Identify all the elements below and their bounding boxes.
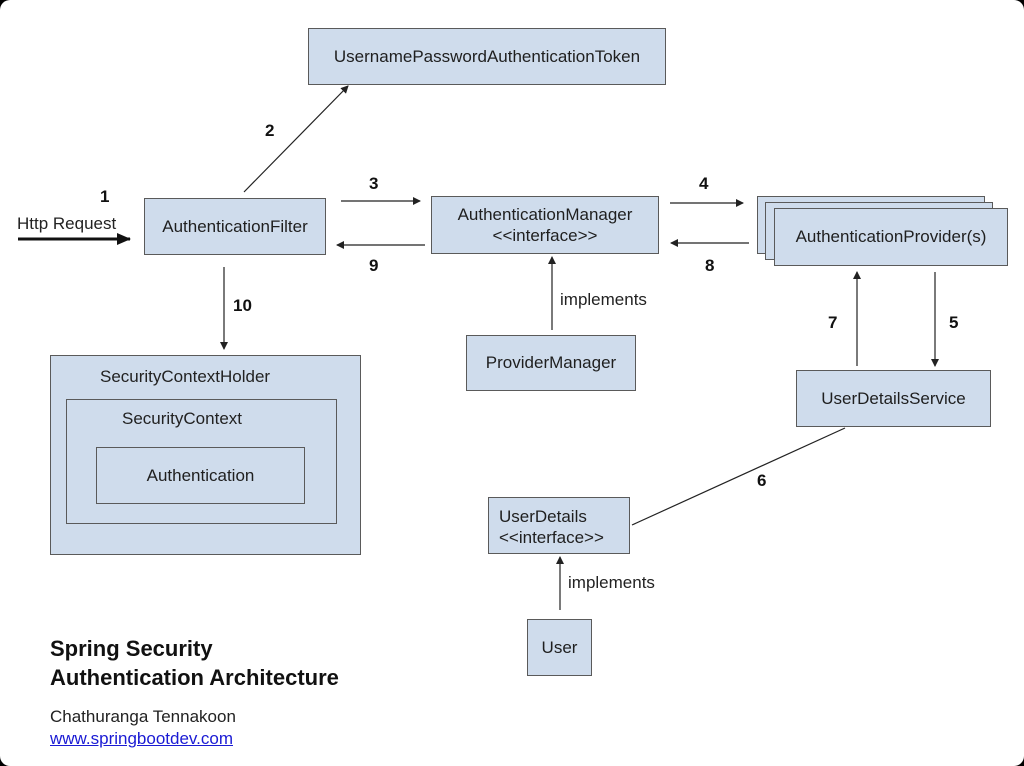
user-label: User xyxy=(541,637,578,657)
user-details-label: UserDetails xyxy=(499,507,587,526)
http-request-label: Http Request xyxy=(17,214,117,233)
user-details-box: UserDetails <<interface>> xyxy=(488,497,630,554)
authentication-manager-label: AuthenticationManager xyxy=(457,205,633,224)
step-6: 6 xyxy=(757,471,767,490)
user-details-service-label: UserDetailsService xyxy=(821,388,966,408)
author-name: Chathuranga Tennakoon xyxy=(50,707,236,726)
token-label: UsernamePasswordAuthenticationToken xyxy=(333,46,641,66)
arrow-step-2 xyxy=(243,85,349,193)
step-3: 3 xyxy=(369,174,379,193)
provider-manager-label: ProviderManager xyxy=(485,353,617,372)
step-10: 10 xyxy=(233,296,252,315)
diagram-title-line1: Spring Security xyxy=(50,636,213,661)
step-7: 7 xyxy=(828,313,838,332)
security-context-box: SecurityContext Authentication xyxy=(66,399,337,524)
token-box: UsernamePasswordAuthenticationToken xyxy=(308,28,666,85)
user-details-service-box: UserDetailsService xyxy=(796,370,991,427)
authentication-filter-box: AuthenticationFilter xyxy=(144,198,326,255)
line-step-6 xyxy=(631,427,846,526)
step-4: 4 xyxy=(699,174,709,193)
user-box: User xyxy=(527,619,592,676)
implements-userdetails-label: implements xyxy=(568,573,655,592)
authentication-provider-label: AuthenticationProvider(s) xyxy=(795,227,987,246)
diagram-title: Spring Security Authentication Architect… xyxy=(50,634,339,692)
step-9: 9 xyxy=(369,256,379,275)
user-details-stereotype: <<interface>> xyxy=(499,528,604,547)
website-link[interactable]: www.springbootdev.com xyxy=(50,729,233,748)
implements-manager-label: implements xyxy=(560,290,647,309)
authentication-filter-label: AuthenticationFilter xyxy=(162,216,308,236)
provider-manager-box: ProviderManager xyxy=(466,335,636,391)
security-context-label: SecurityContext xyxy=(122,409,242,428)
step-8: 8 xyxy=(705,256,715,275)
authentication-label: Authentication xyxy=(146,465,255,485)
security-context-holder-box: SecurityContextHolder SecurityContext Au… xyxy=(50,355,361,555)
step-1: 1 xyxy=(100,187,110,206)
authentication-box: Authentication xyxy=(96,447,305,504)
step-5: 5 xyxy=(949,313,959,332)
diagram-title-line2: Authentication Architecture xyxy=(50,665,339,690)
authentication-manager-box: AuthenticationManager <<interface>> xyxy=(431,196,659,254)
authentication-provider-box: AuthenticationProvider(s) xyxy=(774,208,1008,266)
authentication-manager-stereotype: <<interface>> xyxy=(492,226,598,245)
security-context-holder-label: SecurityContextHolder xyxy=(100,367,271,386)
step-2: 2 xyxy=(265,121,275,140)
